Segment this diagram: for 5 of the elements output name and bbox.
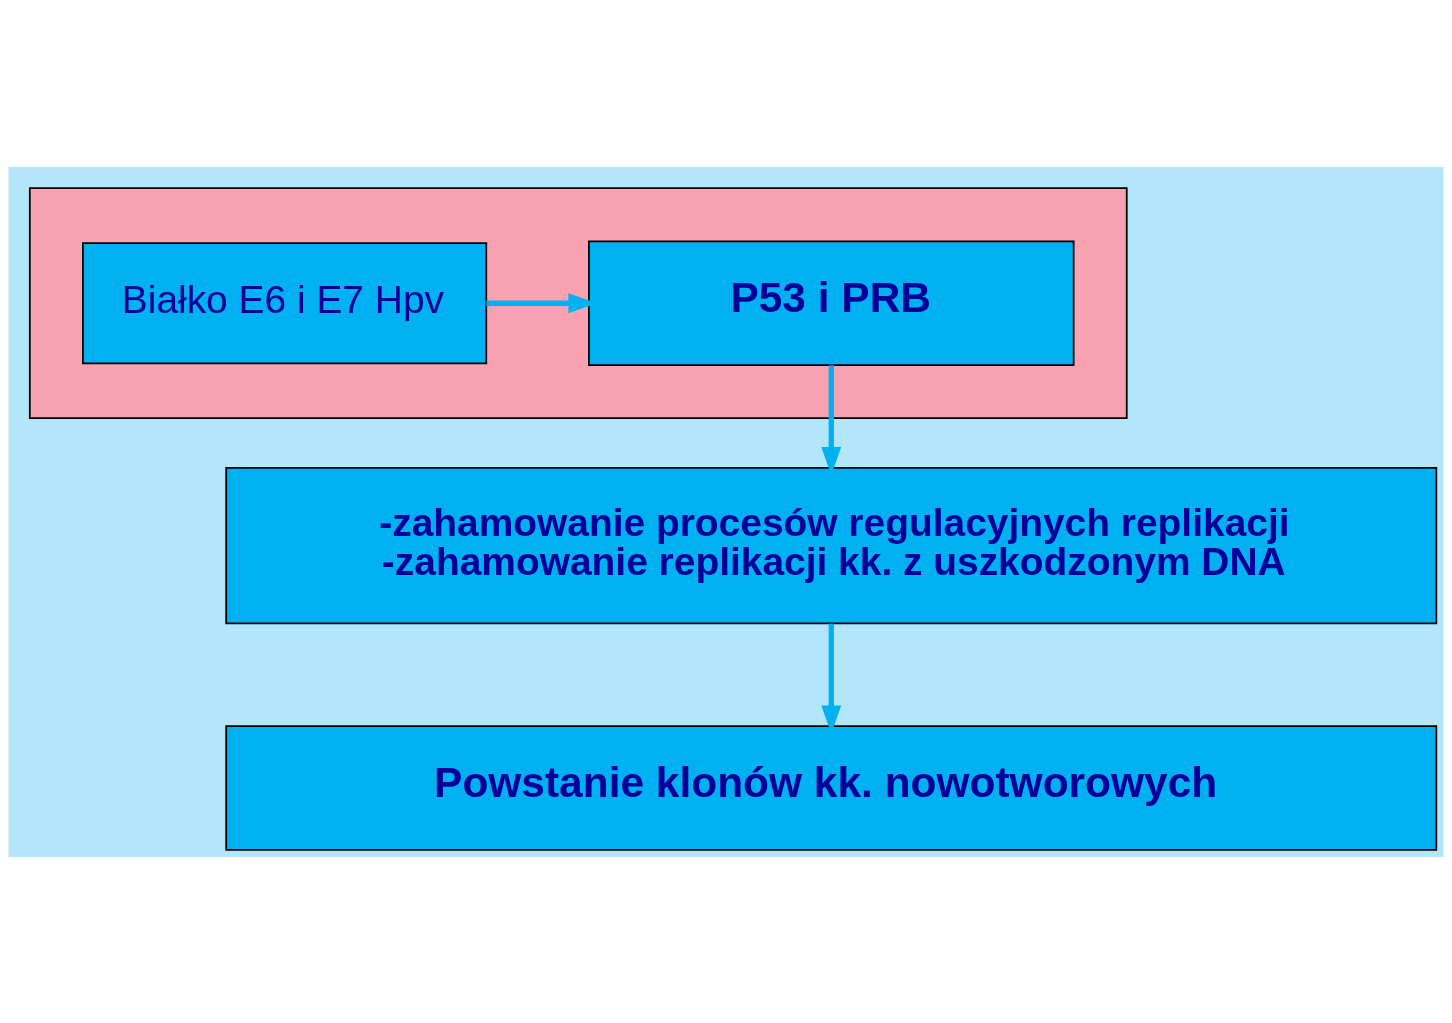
node-box: P53 i PRB <box>588 239 1075 366</box>
cluster <box>28 186 1128 419</box>
node-box: Powstanie klonów kk. nowotworowych <box>225 724 1438 851</box>
node-box: -zahamowanie procesów regulacyjnych replikacji -zahamowanie replikacji kk. z uszkodzonym DNA <box>225 466 1438 624</box>
node-box: Białko E6 i E7 Hpv <box>82 241 488 364</box>
